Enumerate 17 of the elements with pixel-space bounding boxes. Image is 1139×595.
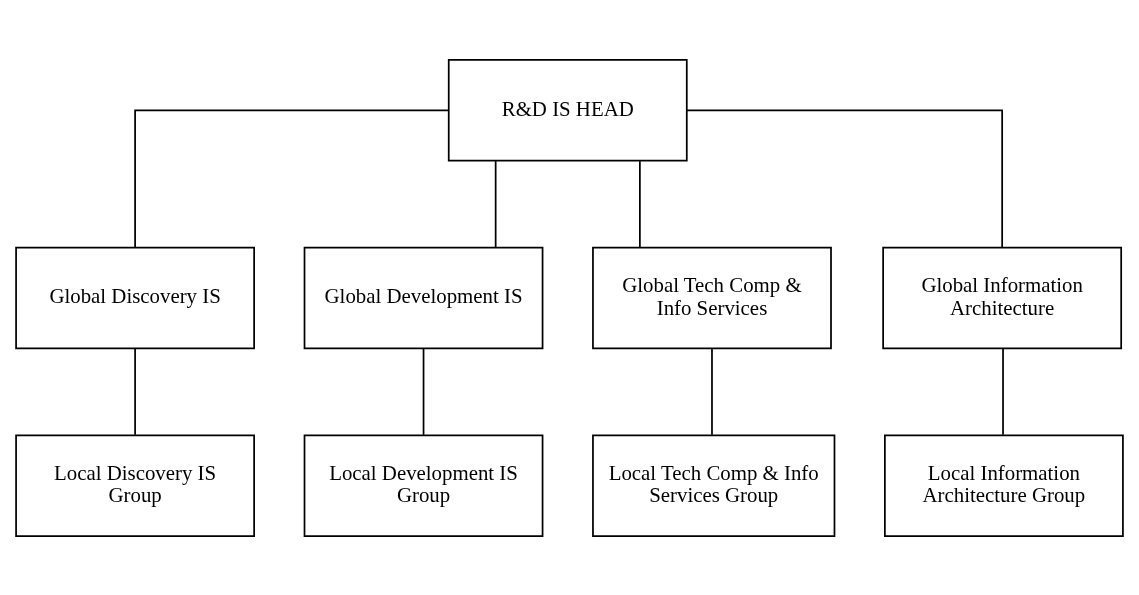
connector xyxy=(494,159,497,248)
connector xyxy=(134,347,136,436)
connector xyxy=(1002,347,1004,436)
node-box: Global Information Architecture xyxy=(882,246,1123,349)
node-box: Local Development IS Group xyxy=(303,433,544,537)
connector xyxy=(711,347,713,436)
connector xyxy=(422,347,425,436)
node-box: Local Tech Comp & Info Services Group xyxy=(592,433,836,537)
node-box: Local Information Architecture Group xyxy=(884,433,1124,537)
node-box: Global Tech Comp & Info Services xyxy=(592,246,832,349)
connector xyxy=(686,108,1004,248)
node-box: Local Discovery IS Group xyxy=(15,433,255,537)
node-box: Global Discovery IS xyxy=(15,246,255,349)
node-box: R&D IS HEAD xyxy=(447,58,688,162)
node-box: Global Development IS xyxy=(303,246,544,349)
connector xyxy=(134,108,450,248)
connector xyxy=(639,159,641,248)
